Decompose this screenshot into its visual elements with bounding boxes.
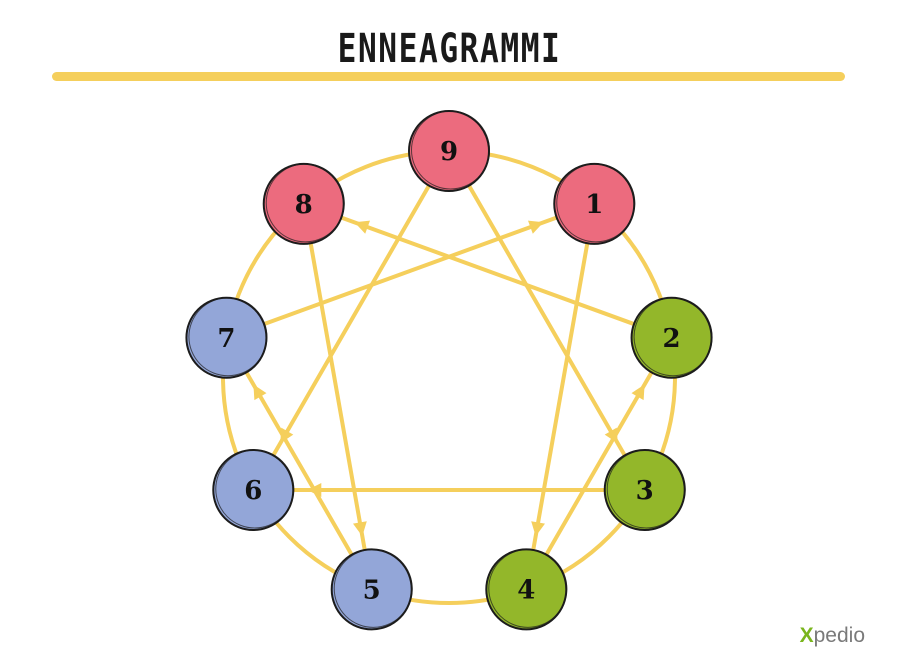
node-8: 8 <box>262 162 345 245</box>
node-label-2: 2 <box>663 324 681 354</box>
node-label-4: 4 <box>517 575 535 605</box>
arrow-1-to-4 <box>531 521 545 537</box>
node-outline-6 <box>215 449 295 529</box>
node-5: 5 <box>330 548 413 631</box>
connection-lines-layer <box>224 149 674 592</box>
node-outline-8 <box>265 163 345 243</box>
node-9: 9 <box>408 110 490 192</box>
arrow-4-to-2 <box>631 384 645 401</box>
node-label-3: 3 <box>636 476 654 506</box>
connection-line-2-4 <box>524 335 674 592</box>
node-outline-4 <box>488 548 568 628</box>
node-7: 7 <box>185 296 268 379</box>
node-label-8: 8 <box>295 190 313 220</box>
node-label-7: 7 <box>217 324 235 354</box>
node-outline-7 <box>188 297 268 377</box>
node-outline-9 <box>411 110 490 190</box>
node-1: 1 <box>553 162 636 245</box>
nodes-layer: 9 1 2 3 4 5 6 7 8 <box>185 110 713 631</box>
title-underline <box>52 72 845 81</box>
node-3: 3 <box>603 449 686 531</box>
node-label-6: 6 <box>244 476 262 506</box>
node-2: 2 <box>630 296 713 379</box>
node-outline-2 <box>633 297 713 377</box>
arrow-9-to-6 <box>280 427 294 444</box>
node-6: 6 <box>212 449 295 531</box>
node-label-1: 1 <box>585 190 603 220</box>
arrow-2-to-8 <box>354 220 370 234</box>
node-outline-3 <box>606 449 686 529</box>
arrow-3-to-6 <box>307 483 322 497</box>
arrow-5-to-7 <box>253 384 267 401</box>
arrow-8-to-5 <box>353 521 367 537</box>
arrow-9-to-3 <box>604 427 618 444</box>
arrow-7-to-1 <box>528 220 544 234</box>
connection-line-7-5 <box>224 335 374 592</box>
page-title: ENNEAGRAMMI <box>337 26 562 72</box>
node-label-9: 9 <box>440 137 458 167</box>
brand-logo: Xpedio <box>799 624 865 647</box>
node-4: 4 <box>485 548 568 631</box>
node-outline-5 <box>333 548 413 628</box>
node-outline-1 <box>556 163 636 243</box>
node-label-5: 5 <box>363 575 381 605</box>
